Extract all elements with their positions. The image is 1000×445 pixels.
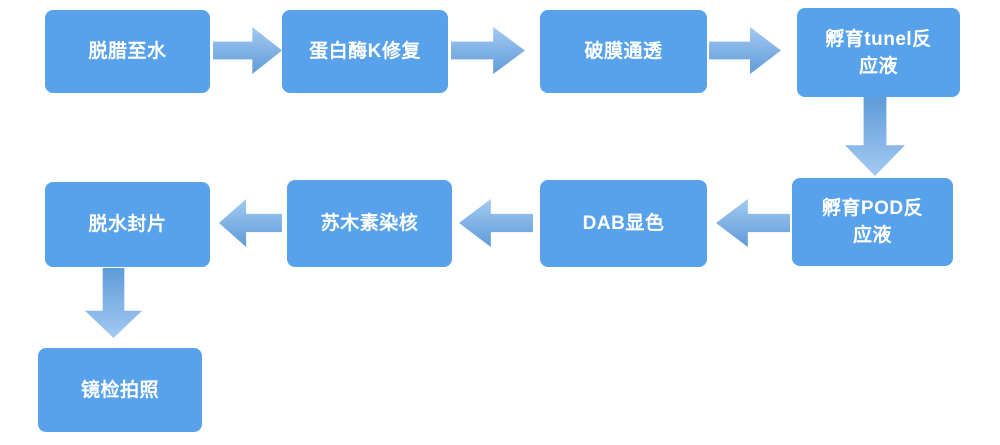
node-label: 孵育tunel反 xyxy=(825,28,932,50)
node-incubate-tunel-reaction: 孵育tunel反 应液 xyxy=(797,8,960,97)
node-microscopy-photograph: 镜检拍照 xyxy=(38,348,202,432)
node-label: 镜检拍照 xyxy=(80,379,159,401)
arrow-step2-step3-icon xyxy=(451,27,525,74)
node-hematoxylin-nuclear-stain: 苏木素染核 xyxy=(287,180,452,267)
arrow-step1-step2-icon xyxy=(213,27,282,74)
node-label: 脱腊至水 xyxy=(88,41,167,62)
node-dehydrate-mount: 脱水封片 xyxy=(45,182,210,267)
node-membrane-permeabilization: 破膜通透 xyxy=(540,10,707,93)
node-dab-coloration: DAB显色 xyxy=(540,180,707,267)
arrow-step3-step4-icon xyxy=(709,27,781,74)
arrow-step7-step8-icon xyxy=(219,199,282,247)
node-label: DAB显色 xyxy=(582,213,665,234)
node-label: 破膜通透 xyxy=(584,41,663,62)
arrow-step8-step9-icon xyxy=(85,268,142,338)
node-label: 应液 xyxy=(858,55,898,77)
node-label: 应液 xyxy=(852,225,892,246)
node-dewax-to-water: 脱腊至水 xyxy=(45,10,210,93)
node-incubate-pod-reaction: 孵育POD反 应液 xyxy=(792,178,953,266)
node-label: 脱水封片 xyxy=(88,214,167,235)
arrow-step4-step5-icon xyxy=(845,97,905,176)
node-label: 孵育POD反 xyxy=(821,198,924,219)
node-label: 苏木素染核 xyxy=(320,213,419,234)
node-proteinase-k-repair: 蛋白酶K修复 xyxy=(282,10,448,93)
node-label: 蛋白酶K修复 xyxy=(309,41,421,62)
arrow-step6-step7-icon xyxy=(459,199,533,247)
arrow-step5-step6-icon xyxy=(716,199,790,247)
